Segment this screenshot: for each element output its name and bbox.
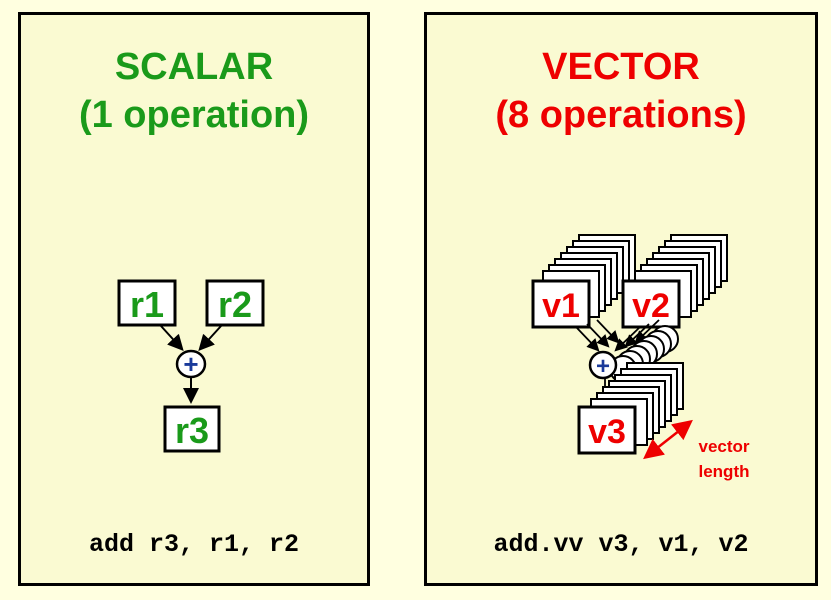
scalar-reg-b-label: r2 bbox=[218, 284, 252, 325]
scalar-register-r1: r1 bbox=[117, 279, 177, 327]
vector-instruction: add.vv v3, v1, v2 bbox=[493, 530, 749, 559]
scalar-subtitle: (1 operation) bbox=[78, 94, 310, 136]
vector-plus-icon: + bbox=[596, 353, 610, 380]
vector-length-label-line1: vector bbox=[698, 437, 749, 456]
scalar-register-r2: r2 bbox=[205, 279, 265, 327]
vector-diagram: v1 v2 bbox=[531, 234, 750, 481]
vector-reg-a-label: v1 bbox=[542, 287, 580, 325]
vector-register-v1-stack: v1 bbox=[531, 234, 636, 329]
vector-length-label-line2: length bbox=[699, 462, 750, 481]
vector-reg-b-label: v2 bbox=[632, 287, 670, 325]
scalar-adder: + bbox=[175, 349, 207, 379]
scalar-reg-a-label: r1 bbox=[130, 284, 164, 325]
vector-input-arrows bbox=[576, 319, 660, 352]
vector-register-v3-stack: v3 bbox=[577, 362, 684, 455]
scalar-diagram: r1 r2 + r3 bbox=[117, 279, 265, 453]
vector-title: VECTOR bbox=[542, 46, 700, 88]
scalar-arrow-a bbox=[160, 325, 184, 351]
vector-length-arrow bbox=[643, 419, 693, 460]
vector-reg-out-label: v3 bbox=[588, 413, 626, 451]
vector-register-v2-stack: v2 bbox=[621, 234, 728, 329]
vector-subtitle: (8 operations) bbox=[495, 94, 747, 136]
scalar-title: SCALAR bbox=[114, 46, 274, 88]
scalar-panel: SCALAR (1 operation) r1 r2 + bbox=[18, 12, 370, 586]
scalar-reg-out-label: r3 bbox=[175, 410, 209, 451]
scalar-arrow-b bbox=[198, 325, 222, 351]
scalar-instruction: add r3, r1, r2 bbox=[88, 530, 300, 559]
vector-panel: VECTOR (8 operations) v1 bbox=[424, 12, 818, 586]
scalar-register-r3: r3 bbox=[163, 405, 221, 453]
scalar-plus-icon: + bbox=[183, 349, 198, 379]
